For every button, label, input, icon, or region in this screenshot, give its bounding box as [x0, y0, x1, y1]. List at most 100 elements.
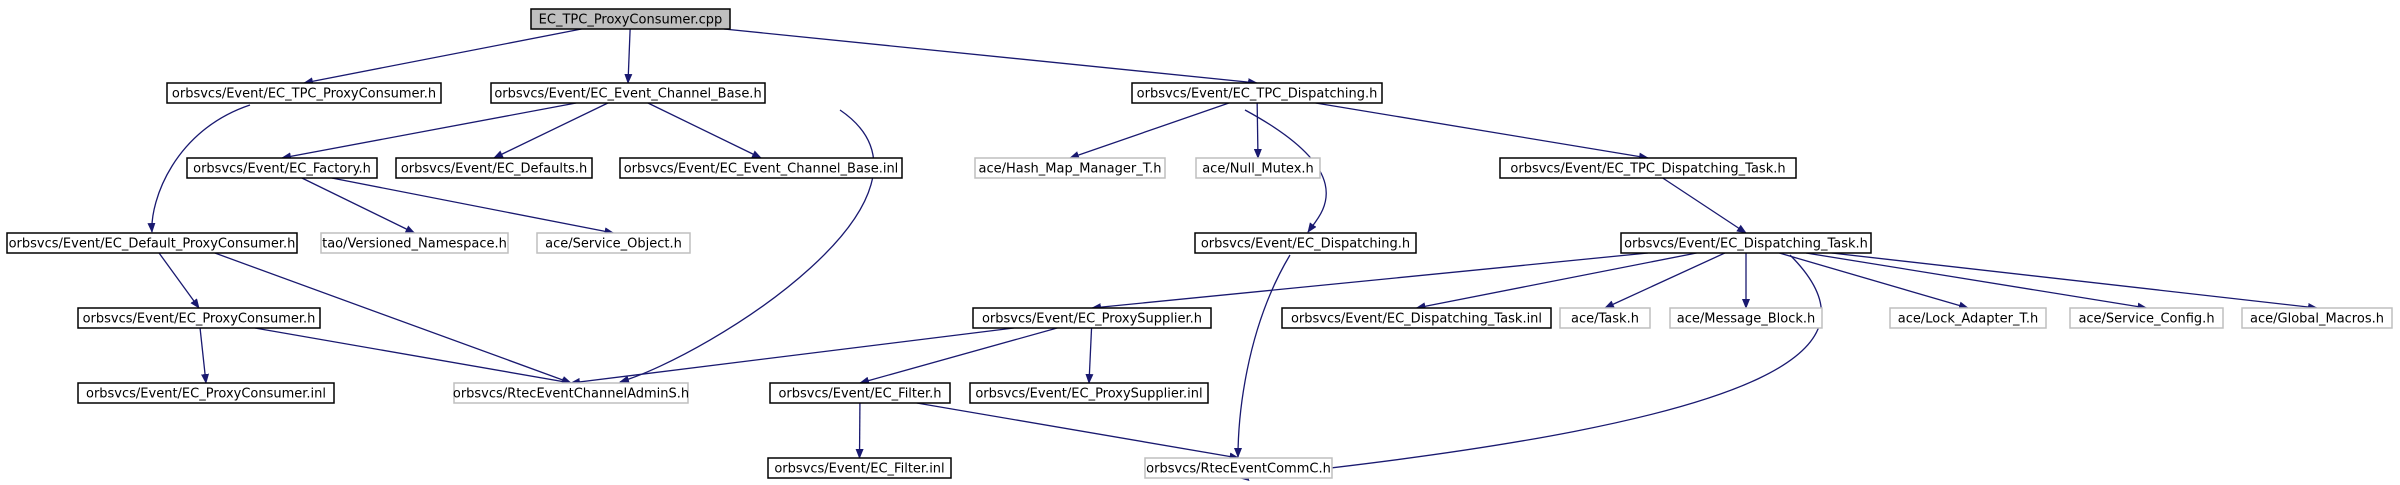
node-ec_filter_inl[interactable]: orbsvcs/Event/EC_Filter.inl [767, 457, 952, 479]
edge-ec_proxyconsumer_h-to-ec_proxyconsumer_inl [199, 327, 210, 384]
node-label: orbsvcs/RtecEventCommC.h [1146, 462, 1331, 477]
node-label: ace/Hash_Map_Manager_T.h [979, 162, 1162, 177]
node-box [530, 8, 731, 30]
node-label: ace/Service_Object.h [545, 237, 682, 252]
edge-ec_dispatching_h-to-rteceventcommc_h [1234, 254, 1291, 458]
node-ec_tpc_dispatching_h[interactable]: orbsvcs/Event/EC_TPC_Dispatching.h [1131, 82, 1383, 104]
node-label: orbsvcs/Event/EC_TPC_Dispatching_Task.h [1510, 162, 1785, 177]
edge-ec_tpc_proxyconsumer_cpp-to-ec_event_channel_base_h [624, 28, 633, 84]
node-label: orbsvcs/Event/EC_Factory.h [193, 162, 371, 177]
node-label: orbsvcs/Event/EC_ProxySupplier.h [982, 312, 1202, 327]
node-hash_map_manager_t_h: ace/Hash_Map_Manager_T.h [974, 157, 1166, 179]
node-ec_proxyconsumer_h[interactable]: orbsvcs/Event/EC_ProxyConsumer.h [77, 307, 321, 329]
node-ec_tpc_proxyconsumer_h[interactable]: orbsvcs/Event/EC_TPC_ProxyConsumer.h [166, 82, 442, 104]
node-task_h: ace/Task.h [1559, 307, 1651, 329]
edge-ec_tpc_dispatching_h-to-ec_tpc_dispatching_task_h [1315, 102, 1649, 161]
node-service_object_h: ace/Service_Object.h [536, 232, 691, 254]
node-label: orbsvcs/Event/EC_Defaults.h [401, 162, 587, 177]
edge-ec_proxysupplier_h-to-rteceventchanneladmins_h [570, 327, 1014, 386]
node-label: orbsvcs/Event/EC_TPC_ProxyConsumer.h [172, 87, 436, 102]
node-null_mutex_h: ace/Null_Mutex.h [1195, 157, 1321, 179]
node-ec_event_channel_base_inl[interactable]: orbsvcs/Event/EC_Event_Channel_Base.inl [619, 157, 903, 179]
node-label: orbsvcs/Event/EC_Event_Channel_Base.inl [624, 162, 899, 177]
edge-ec_tpc_dispatching_h-to-ec_dispatching_h [1244, 109, 1327, 233]
node-label: orbsvcs/Event/EC_Dispatching_Task.h [1624, 237, 1868, 252]
edge-ec_dispatching_task_h-to-service_config_h [1805, 252, 2148, 311]
node-label: tao/Versioned_Namespace.h [322, 237, 507, 252]
node-label: ace/Task.h [1571, 312, 1639, 327]
node-ec_default_proxyconsumer_h[interactable]: orbsvcs/Event/EC_Default_ProxyConsumer.h [6, 232, 298, 254]
node-ec_proxysupplier_inl[interactable]: orbsvcs/Event/EC_ProxySupplier.inl [969, 382, 1209, 404]
node-label: ace/Global_Macros.h [2250, 312, 2384, 327]
edge-ec_event_channel_base_h-to-ec_factory_h [281, 102, 577, 161]
node-box [769, 382, 951, 404]
edge-ec_event_channel_base_h-to-ec_event_channel_base_inl [647, 102, 762, 159]
node-box [1281, 307, 1552, 329]
node-box [1194, 232, 1417, 254]
node-ec_proxysupplier_h[interactable]: orbsvcs/Event/EC_ProxySupplier.h [972, 307, 1212, 329]
node-versioned_namespace_h: tao/Versioned_Namespace.h [320, 232, 509, 254]
node-label: orbsvcs/Event/EC_ProxyConsumer.h [83, 312, 316, 327]
node-label: ace/Message_Block.h [1677, 312, 1816, 327]
node-label: ace/Null_Mutex.h [1202, 162, 1314, 177]
node-box [6, 232, 298, 254]
node-label: orbsvcs/Event/EC_Default_ProxyConsumer.h [9, 237, 296, 252]
node-label: ace/Lock_Adapter_T.h [1898, 312, 2038, 327]
node-box [1131, 82, 1383, 104]
node-box [1620, 232, 1872, 254]
node-ec_factory_h[interactable]: orbsvcs/Event/EC_Factory.h [186, 157, 378, 179]
edge-ec_tpc_dispatching_task_h-to-ec_dispatching_task_h [1662, 177, 1747, 234]
node-ec_tpc_dispatching_task_h[interactable]: orbsvcs/Event/EC_TPC_Dispatching_Task.h [1499, 157, 1797, 179]
node-box [2241, 307, 2393, 329]
node-box [974, 157, 1166, 179]
node-label: orbsvcs/Event/EC_ProxySupplier.inl [975, 387, 1202, 402]
node-ec_proxyconsumer_inl[interactable]: orbsvcs/Event/EC_ProxyConsumer.inl [77, 382, 335, 404]
node-box [2069, 307, 2224, 329]
node-box [1669, 307, 1823, 329]
node-ec_dispatching_task_inl[interactable]: orbsvcs/Event/EC_Dispatching_Task.inl [1281, 307, 1552, 329]
edge-ec_proxysupplier_h-to-ec_filter_h [859, 327, 1058, 385]
node-box [969, 382, 1209, 404]
edge-ec_filter_h-to-rteceventcommc_h [916, 402, 1240, 461]
node-message_block_h: ace/Message_Block.h [1669, 307, 1823, 329]
node-box [972, 307, 1212, 329]
node-label: orbsvcs/Event/EC_Filter.inl [774, 462, 944, 477]
node-global_macros_h: ace/Global_Macros.h [2241, 307, 2393, 329]
edge-ec_factory_h-to-versioned_namespace_h [301, 177, 416, 234]
node-ec_filter_h[interactable]: orbsvcs/Event/EC_Filter.h [769, 382, 951, 404]
node-box [490, 82, 766, 104]
node-ec_dispatching_task_h[interactable]: orbsvcs/Event/EC_Dispatching_Task.h [1620, 232, 1872, 254]
node-box [77, 382, 335, 404]
node-service_config_h: ace/Service_Config.h [2069, 307, 2224, 329]
edge-ec_dispatching_task_h-to-rteceventcommc_h [1239, 254, 1822, 482]
node-box [77, 307, 321, 329]
edge-ec_dispatching_task_h-to-global_macros_h [1831, 252, 2318, 311]
node-ec_defaults_h[interactable]: orbsvcs/Event/EC_Defaults.h [395, 157, 593, 179]
node-box [1144, 457, 1333, 479]
nodes-layer: EC_TPC_ProxyConsumer.cpp orbsvcs/Event/EC… [6, 8, 2393, 479]
node-lock_adapter_t_h: ace/Lock_Adapter_T.h [1889, 307, 2047, 329]
node-label: orbsvcs/Event/EC_Dispatching.h [1201, 237, 1410, 252]
node-box [1889, 307, 2047, 329]
node-label: orbsvcs/Event/EC_Event_Channel_Base.h [494, 87, 761, 102]
edge-ec_proxyconsumer_h-to-rteceventchanneladmins_h [254, 327, 572, 386]
node-label: orbsvcs/RtecEventChannelAdminS.h [453, 387, 689, 402]
edge-ec_proxysupplier_h-to-ec_proxysupplier_inl [1085, 327, 1094, 384]
node-box [1195, 157, 1321, 179]
node-box [1559, 307, 1651, 329]
edge-ec_tpc_proxyconsumer_cpp-to-ec_tpc_proxyconsumer_h [303, 28, 582, 86]
edge-ec_dispatching_task_h-to-ec_dispatching_task_inl [1415, 252, 1697, 311]
node-box [453, 382, 689, 404]
node-label: EC_TPC_ProxyConsumer.cpp [539, 13, 723, 28]
edge-ec_factory_h-to-service_object_h [331, 177, 615, 236]
edge-ec_default_proxyconsumer_h-to-rteceventchanneladmins_h [214, 252, 572, 384]
node-label: ace/Service_Config.h [2078, 312, 2214, 327]
edge-ec_default_proxyconsumer_h-to-ec_proxyconsumer_h [158, 252, 200, 309]
node-box [186, 157, 378, 179]
node-ec_tpc_proxyconsumer_cpp[interactable]: EC_TPC_ProxyConsumer.cpp [530, 8, 731, 30]
node-ec_dispatching_h[interactable]: orbsvcs/Event/EC_Dispatching.h [1194, 232, 1417, 254]
edges-layer [147, 28, 2318, 482]
node-label: orbsvcs/Event/EC_Filter.h [778, 387, 941, 402]
node-ec_event_channel_base_h[interactable]: orbsvcs/Event/EC_Event_Channel_Base.h [490, 82, 766, 104]
